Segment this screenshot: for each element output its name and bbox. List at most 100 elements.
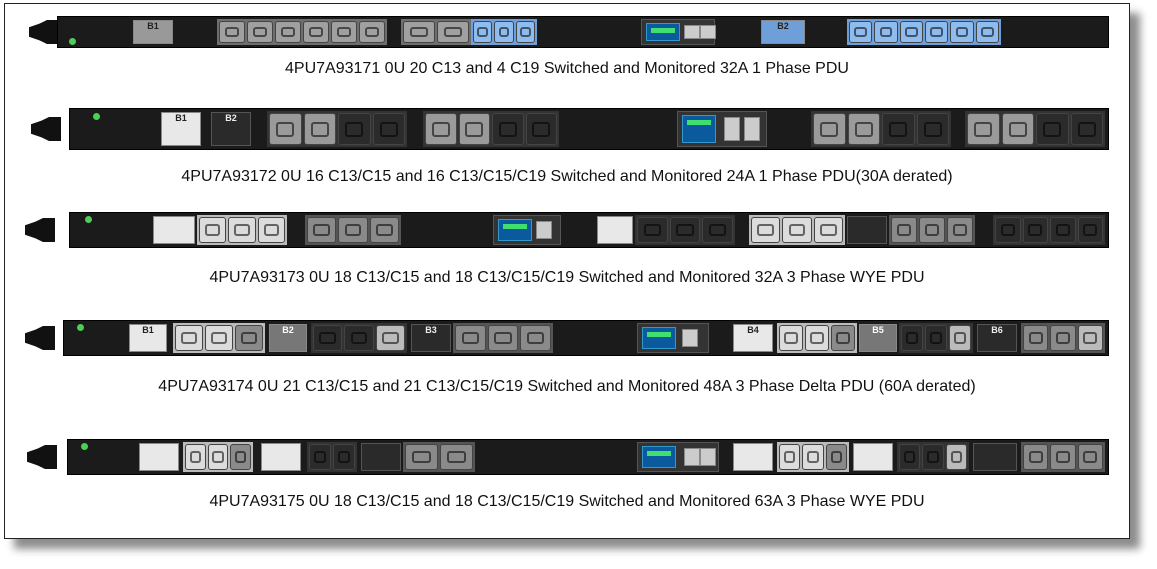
outlet-c13-c15-c19 <box>831 325 855 351</box>
outlet-c13-c15 <box>313 325 343 351</box>
outlet-c13-c15-c19 <box>802 444 824 470</box>
outlet-c13-c15 <box>947 217 973 243</box>
outlet-c13-c15-c19 <box>805 325 829 351</box>
outlet-c13-c15-c19 <box>995 217 1021 243</box>
pdu-caption: 4PU7A93172 0U 16 C13/C15 and 16 C13/C15/… <box>181 168 953 185</box>
outlet-c13 <box>331 21 357 43</box>
outlet-c13-c15 <box>205 325 233 351</box>
outlet-c19 <box>975 21 999 43</box>
outlet-group <box>889 215 975 245</box>
outlet-c13-c15 <box>228 217 256 243</box>
breaker-b6: B6 <box>977 324 1017 352</box>
outlet-group <box>749 215 845 245</box>
network-port <box>724 117 740 141</box>
outlet-group <box>635 215 735 245</box>
outlet-group <box>993 215 1105 245</box>
network-port <box>684 25 700 39</box>
outlet-c13 <box>275 21 301 43</box>
outlet-group <box>307 442 357 472</box>
outlet-group <box>777 323 857 353</box>
outlet-c13-c15 <box>338 217 368 243</box>
controller-module <box>641 19 716 45</box>
outlet-c13-c15-c19 <box>1036 113 1069 145</box>
outlet-c19 <box>359 21 385 43</box>
outlet-c13-c15-c19 <box>1022 217 1048 243</box>
outlet-c13-c15-c19 <box>779 444 801 470</box>
outlet-c13-c15-c19 <box>925 325 947 351</box>
outlet-c13 <box>247 21 273 43</box>
power-cord <box>25 326 55 350</box>
breaker-module <box>597 216 633 244</box>
outlet-c13-c15 <box>257 217 285 243</box>
pdu-caption: 4PU7A93175 0U 18 C13/C15 and 18 C13/C15/… <box>209 493 925 510</box>
outlet-c13-c15-c19 <box>1077 325 1103 351</box>
outlet-c13-c15-c19 <box>1077 217 1103 243</box>
breaker-module <box>853 443 893 471</box>
outlet-group <box>267 111 407 147</box>
pdu-4pu7a93175 <box>27 439 1109 475</box>
outlet-group <box>847 19 1001 45</box>
outlet-c13-c15 <box>813 217 843 243</box>
outlet-c13 <box>494 21 514 43</box>
pdu-caption: 4PU7A93174 0U 21 C13/C15 and 21 C13/C15/… <box>158 378 976 395</box>
status-led <box>81 443 88 450</box>
outlet-c13-c15-c19 <box>637 217 668 243</box>
outlet-group <box>777 442 849 472</box>
outlet-group <box>423 111 559 147</box>
pdu-caption: 4PU7A93171 0U 20 C13 and 4 C19 Switched … <box>285 60 849 77</box>
outlet-group <box>311 323 407 353</box>
network-port <box>682 329 698 347</box>
outlet-c13-c15 <box>338 113 371 145</box>
outlet-c13-c15 <box>520 325 552 351</box>
lcd-display <box>498 219 532 241</box>
breaker-module <box>733 443 773 471</box>
outlet-c13-c15 <box>269 113 302 145</box>
controller-module <box>493 215 561 245</box>
outlet-c13-c15 <box>344 325 374 351</box>
network-port <box>700 448 716 466</box>
outlet-c13-c15-c19 <box>949 325 971 351</box>
lcd-display <box>682 115 716 143</box>
outlet-group <box>453 323 553 353</box>
outlet-group <box>305 215 401 245</box>
outlet-c13-c15 <box>405 444 438 470</box>
outlet-c13-c15 <box>333 444 355 470</box>
outlet-c13-c15 <box>751 217 781 243</box>
outlet-c13-c15-c19 <box>1023 444 1049 470</box>
outlet-c13-c15 <box>307 217 337 243</box>
power-cord <box>29 20 59 44</box>
outlet-c13 <box>515 21 535 43</box>
pdu-4pu7a93172: B1 B2 <box>31 108 1109 150</box>
outlet-c13-c15 <box>207 444 229 470</box>
outlet-c13-c15-c19 <box>779 325 803 351</box>
power-cord <box>27 445 57 469</box>
lcd-display <box>642 327 676 349</box>
outlet-c13-c15 <box>525 113 557 145</box>
power-cord <box>25 218 55 242</box>
outlet-c13-c15 <box>492 113 524 145</box>
outlet-c13-c15 <box>230 444 252 470</box>
outlet-c13 <box>303 21 329 43</box>
status-led <box>69 38 76 45</box>
outlet-c19 <box>219 21 245 43</box>
outlet-group <box>173 323 265 353</box>
controller-module <box>637 323 709 353</box>
outlet-c13 <box>473 21 493 43</box>
outlet-c13-c15-c19 <box>1050 325 1076 351</box>
outlet-group <box>217 19 387 45</box>
outlet-c13 <box>899 21 923 43</box>
network-port <box>536 221 552 239</box>
outlet-c13-c15 <box>455 325 486 351</box>
outlet-c13-c15 <box>199 217 227 243</box>
network-port <box>700 25 716 39</box>
outlet-c13-c15 <box>487 325 519 351</box>
status-led <box>93 113 100 120</box>
outlet-c13-c15-c19 <box>899 444 921 470</box>
outlet-c13-c15 <box>440 444 473 470</box>
outlet-group <box>1021 442 1105 472</box>
outlet-c13-c15 <box>891 217 917 243</box>
breaker-b3: B3 <box>411 324 451 352</box>
breaker-b5: B5 <box>859 324 897 352</box>
outlet-group <box>811 111 951 147</box>
outlet-c13-c15 <box>235 325 263 351</box>
